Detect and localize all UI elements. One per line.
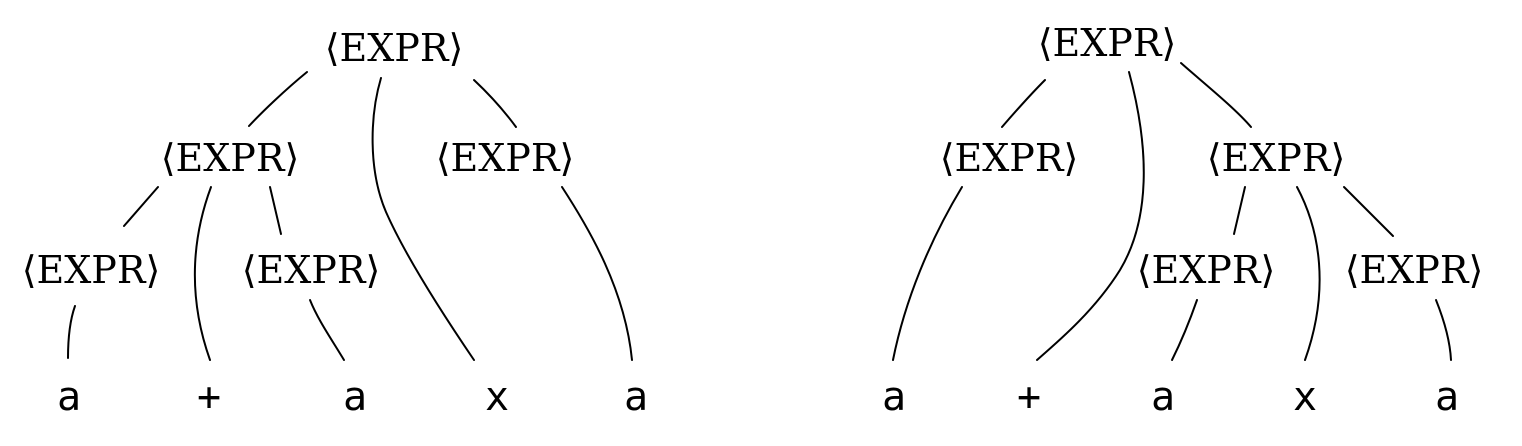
leaf-token: a <box>57 374 81 420</box>
edge <box>248 71 308 127</box>
expr-root-label: ⟨EXPR⟩ <box>1038 21 1177 65</box>
edge <box>473 79 517 128</box>
edge <box>1343 186 1394 237</box>
leaf-token: a <box>624 374 648 420</box>
leaf-token: + <box>197 374 221 420</box>
edge <box>1001 79 1046 128</box>
expr-node-label: ⟨EXPR⟩ <box>1137 248 1276 292</box>
leaf-token: + <box>1017 374 1041 420</box>
edge <box>561 186 633 361</box>
expr-node-label: ⟨EXPR⟩ <box>242 248 381 292</box>
edge <box>1233 186 1246 235</box>
leaf-token: a <box>1151 374 1175 420</box>
leaf-token: x <box>1293 374 1317 420</box>
leaf-token: x <box>485 374 509 420</box>
edge <box>269 186 282 235</box>
expr-node-label: ⟨EXPR⟩ <box>436 136 575 180</box>
edge <box>123 186 159 227</box>
expr-root-label: ⟨EXPR⟩ <box>325 26 464 70</box>
expr-node-label: ⟨EXPR⟩ <box>1345 248 1484 292</box>
right-parse-tree: ⟨EXPR⟩ ⟨EXPR⟩ ⟨EXPR⟩ ⟨EXPR⟩ ⟨EXPR⟩ a + a… <box>882 21 1483 420</box>
edge <box>1435 299 1452 361</box>
edge <box>892 186 963 361</box>
edge <box>193 186 212 361</box>
edge <box>1171 299 1198 361</box>
edge <box>371 77 475 361</box>
edge <box>67 305 76 359</box>
expr-node-label: ⟨EXPR⟩ <box>161 136 300 180</box>
edge <box>1296 186 1321 361</box>
edge <box>1180 62 1252 128</box>
left-parse-tree: ⟨EXPR⟩ ⟨EXPR⟩ ⟨EXPR⟩ ⟨EXPR⟩ ⟨EXPR⟩ a + a… <box>22 26 648 420</box>
edge <box>309 299 345 361</box>
edge <box>1036 71 1145 361</box>
expr-node-label: ⟨EXPR⟩ <box>22 248 161 292</box>
expr-node-label: ⟨EXPR⟩ <box>940 136 1079 180</box>
expr-node-label: ⟨EXPR⟩ <box>1207 136 1346 180</box>
leaf-token: a <box>882 374 906 420</box>
leaf-token: a <box>1435 374 1459 420</box>
leaf-token: a <box>343 374 367 420</box>
